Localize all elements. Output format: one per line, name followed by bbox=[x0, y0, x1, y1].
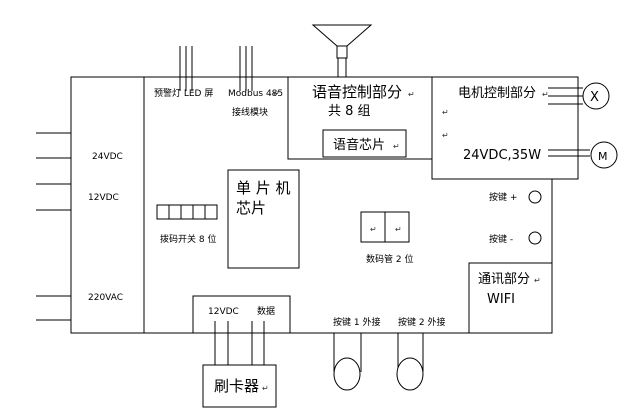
label-24vdc: 24VDC bbox=[92, 152, 123, 162]
motor-control-box bbox=[431, 76, 579, 180]
power-input-wires bbox=[36, 132, 71, 321]
motor-m-label: M bbox=[598, 150, 608, 163]
return-mark: ↵ bbox=[442, 108, 449, 117]
comm-box bbox=[468, 262, 553, 334]
mcu-label-line2: 芯片 bbox=[236, 199, 266, 217]
motor-m-wires bbox=[548, 149, 590, 157]
key-plus-label: 按键 + bbox=[489, 191, 517, 203]
motor-power: 24VDC,35W bbox=[463, 148, 541, 163]
key1-ext-label: 按键 1 外接 bbox=[333, 316, 380, 328]
motor-x-wires bbox=[548, 87, 583, 105]
motor-x-label: X bbox=[590, 90, 599, 105]
return-mark: ↵ bbox=[393, 142, 400, 151]
card-reader-label: 刷卡器 bbox=[214, 377, 259, 395]
return-mark: ↵ bbox=[408, 90, 415, 99]
return-mark: ↵ bbox=[542, 90, 549, 99]
return-mark: ↵ bbox=[534, 276, 541, 285]
dip-switch bbox=[156, 204, 218, 220]
led-screen-connector bbox=[179, 46, 193, 91]
comm-title: 通讯部分 bbox=[478, 272, 530, 287]
comm-wifi: WIFI bbox=[487, 292, 515, 307]
dip-switch-label: 拨码开关 8 位 bbox=[160, 233, 216, 245]
mcu-label-line1: 单 片 机 bbox=[236, 179, 291, 197]
motor-x-icon bbox=[582, 82, 610, 110]
key-plus-button bbox=[528, 190, 542, 204]
card-interface-box bbox=[192, 295, 291, 334]
voice-title: 语音控制部分 bbox=[312, 83, 402, 101]
key1-ext-button bbox=[333, 357, 361, 391]
modbus-sub-label: 接线模块 bbox=[232, 106, 268, 118]
key-minus-label: 按键 - bbox=[489, 233, 513, 245]
key2-ext-label: 按键 2 外接 bbox=[398, 316, 445, 328]
voice-chip-box bbox=[322, 129, 407, 158]
key2-ext-wires bbox=[397, 333, 424, 372]
digit-tube-label: 数码管 2 位 bbox=[366, 253, 413, 265]
card-data-label: 数据 bbox=[257, 305, 275, 317]
modbus-label: Modbus 485 bbox=[228, 89, 283, 99]
card-reader-wires bbox=[214, 321, 265, 365]
led-screen-label: 预警灯 LED 屏 bbox=[154, 87, 213, 99]
label-12vdc: 12VDC bbox=[88, 193, 119, 203]
key2-ext-button bbox=[396, 357, 424, 391]
modbus-connector bbox=[239, 46, 253, 91]
label-220vac: 220VAC bbox=[88, 293, 123, 303]
voice-groups: 共 8 组 bbox=[328, 104, 371, 119]
card-reader-box bbox=[202, 364, 277, 408]
digit-tube: ↵ ↵ bbox=[360, 211, 410, 243]
return-mark: ↵ bbox=[370, 225, 377, 234]
card-12v-label: 12VDC bbox=[208, 307, 239, 317]
key1-ext-wires bbox=[333, 333, 362, 372]
voice-chip-label: 语音芯片 bbox=[333, 137, 385, 153]
key-minus-button bbox=[528, 231, 542, 245]
return-mark: ↵ bbox=[442, 131, 449, 140]
speaker-icon bbox=[311, 24, 373, 77]
mcu-box bbox=[227, 169, 300, 269]
motor-m-icon bbox=[590, 141, 618, 169]
return-mark: ↵ bbox=[273, 89, 280, 98]
return-mark: ↵ bbox=[395, 225, 402, 234]
return-mark: ↵ bbox=[262, 384, 269, 393]
motor-title: 电机控制部分 bbox=[458, 86, 536, 101]
